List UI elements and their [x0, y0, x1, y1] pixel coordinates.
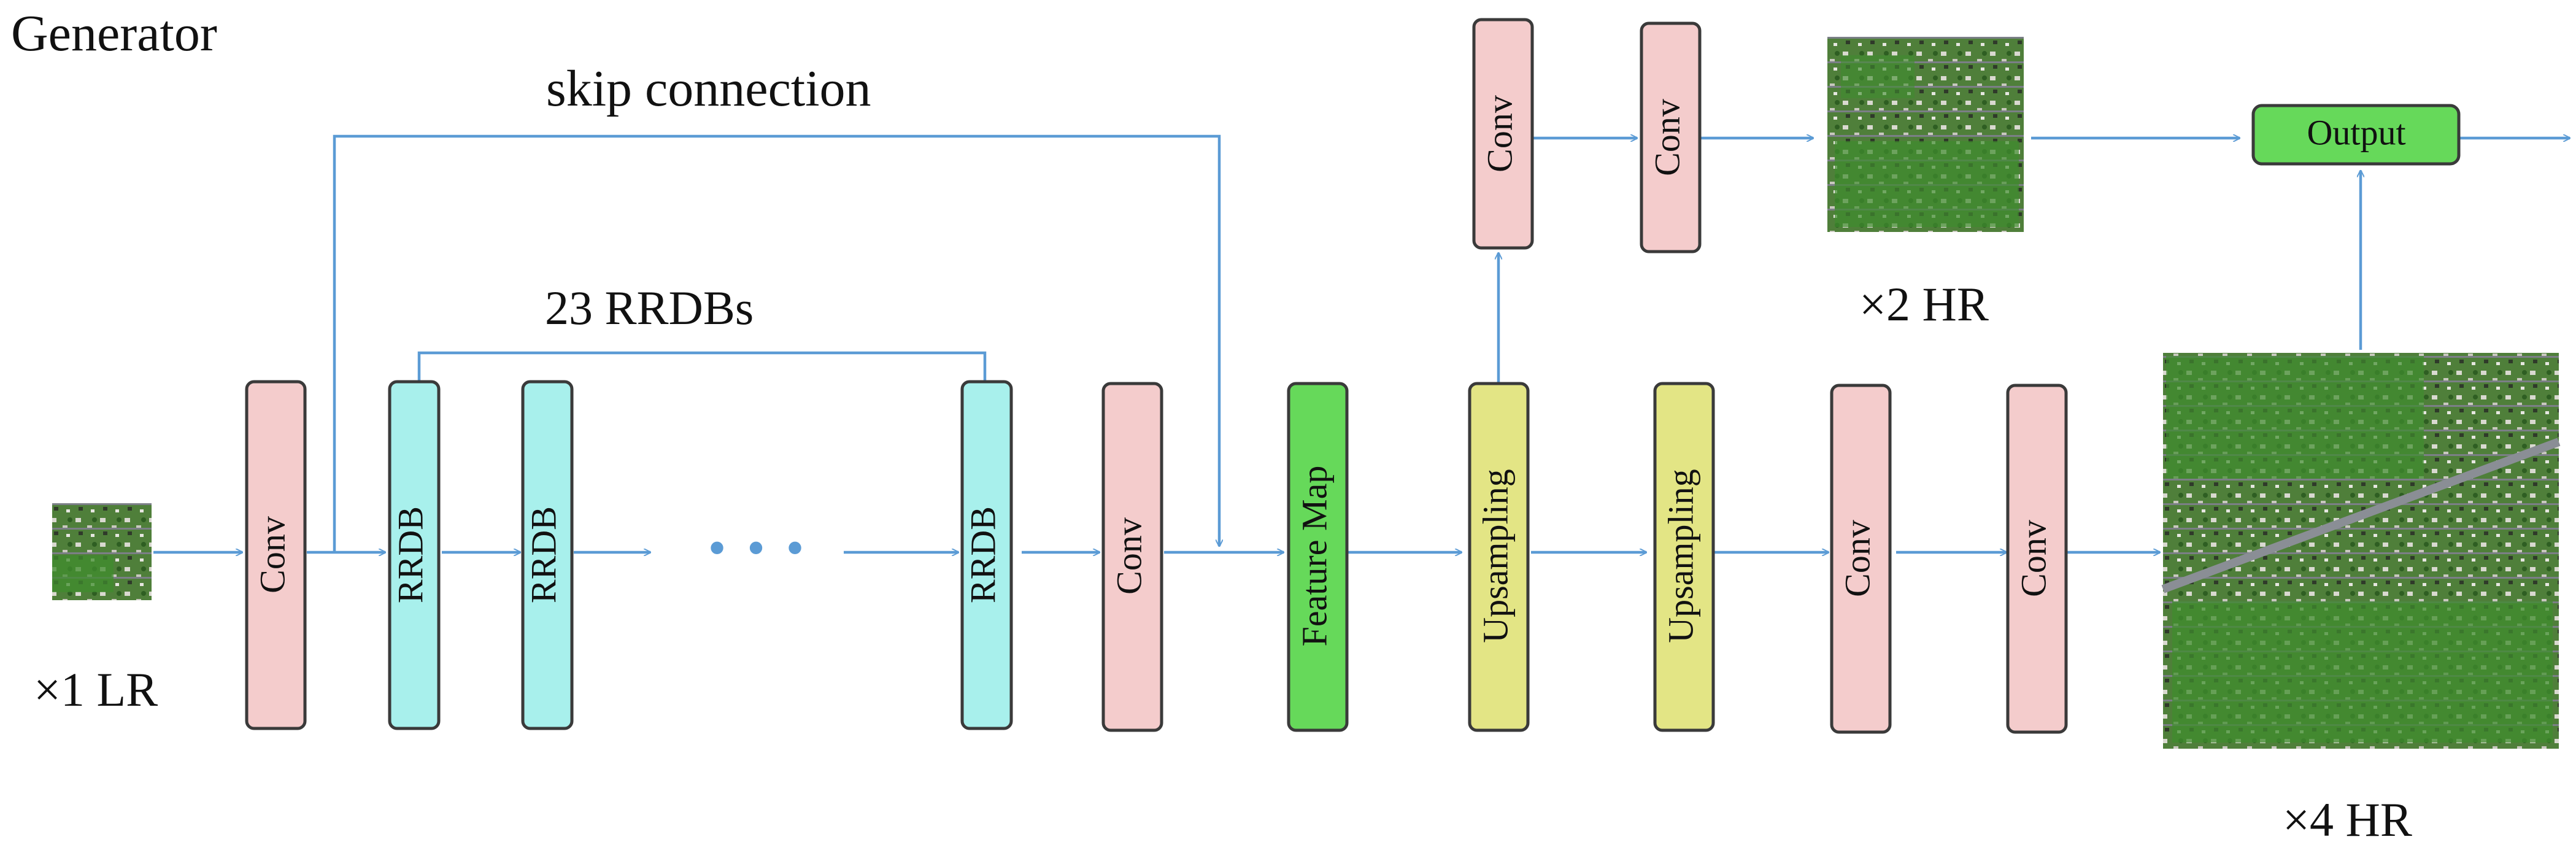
conv-block-4: Conv — [2006, 384, 2068, 734]
upsampling-block-2: Upsampling — [1653, 382, 1715, 732]
skip-connection-label: skip connection — [546, 60, 871, 117]
rrdb-block-1-label: RRDB — [390, 506, 430, 603]
rrdb-block-3-label: RRDB — [963, 506, 1003, 603]
rrdb-block-1: RRDB — [388, 380, 441, 730]
rrdb-block-2-label: RRDB — [523, 506, 563, 603]
connections — [153, 136, 2570, 552]
conv-block-3: Conv — [1830, 384, 1892, 734]
rrdb-block-3: RRDB — [960, 380, 1013, 730]
upsampling-block-1-label: Upsampling — [1475, 469, 1515, 643]
feature-map-block: Feature Map — [1287, 382, 1349, 732]
conv-block-1: Conv — [245, 380, 307, 730]
hr4-label: ×4 HR — [2283, 793, 2412, 846]
ellipsis: • • • — [704, 524, 808, 574]
conv-block-2-label: Conv — [1109, 517, 1149, 595]
conv-block-3-label: Conv — [1837, 520, 1877, 597]
conv-top-block-2: Conv — [1640, 21, 1702, 253]
rrdbs-count-label: 23 RRDBs — [545, 281, 754, 334]
conv-top-block-1: Conv — [1472, 18, 1534, 250]
feature-map-label: Feature Map — [1294, 466, 1334, 647]
conv-top-block-1-label: Conv — [1479, 95, 1519, 172]
hr2-output-image — [1827, 37, 2024, 232]
output-label: Output — [2307, 112, 2405, 152]
conv-block-4-label: Conv — [2013, 520, 2053, 597]
output-block: Output — [2251, 104, 2461, 166]
lr-label: ×1 LR — [34, 663, 158, 716]
hr2-label: ×2 HR — [1859, 277, 1989, 331]
conv-block-2: Conv — [1101, 382, 1163, 732]
rrdb-block-2: RRDB — [521, 380, 574, 730]
hr4-output-image — [2161, 353, 2561, 749]
upsampling-block-2-label: Upsampling — [1660, 469, 1700, 643]
lr-input-image — [52, 503, 152, 600]
diagram-title: Generator — [11, 5, 217, 62]
conv-top-block-2-label: Conv — [1647, 99, 1687, 176]
conv-block-1-label: Conv — [252, 516, 292, 593]
upsampling-block-1: Upsampling — [1468, 382, 1530, 732]
